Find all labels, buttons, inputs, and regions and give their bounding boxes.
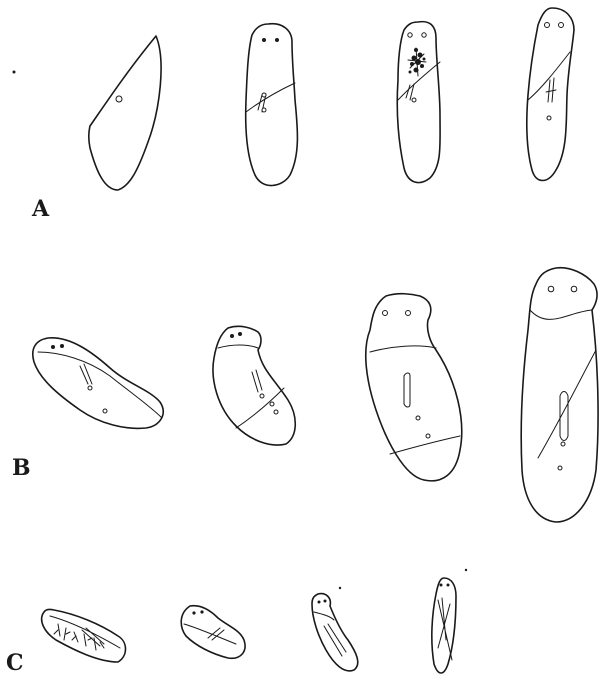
specimen-c2 [181,606,245,659]
specimen-b1 [33,338,163,429]
row-c-drawings [42,569,468,673]
specimen-b4 [521,268,598,522]
specimen-a2 [246,24,298,186]
specimen-c4 [432,569,467,673]
specimen-a1 [89,36,161,190]
row-a-drawings [89,8,574,190]
specimen-b2 [213,326,295,445]
specimen-a3 [397,22,440,183]
row-label-b: B [12,455,31,481]
specimen-b3 [366,294,462,481]
row-label-a: A [32,196,49,222]
row-label-c: C [6,650,24,676]
specimen-c3 [312,587,358,671]
specimen-a3-gut [408,48,426,76]
row-b-drawings [33,268,598,522]
print-speck [13,71,16,74]
specimen-c1 [42,609,126,662]
specimen-a4 [527,8,574,181]
